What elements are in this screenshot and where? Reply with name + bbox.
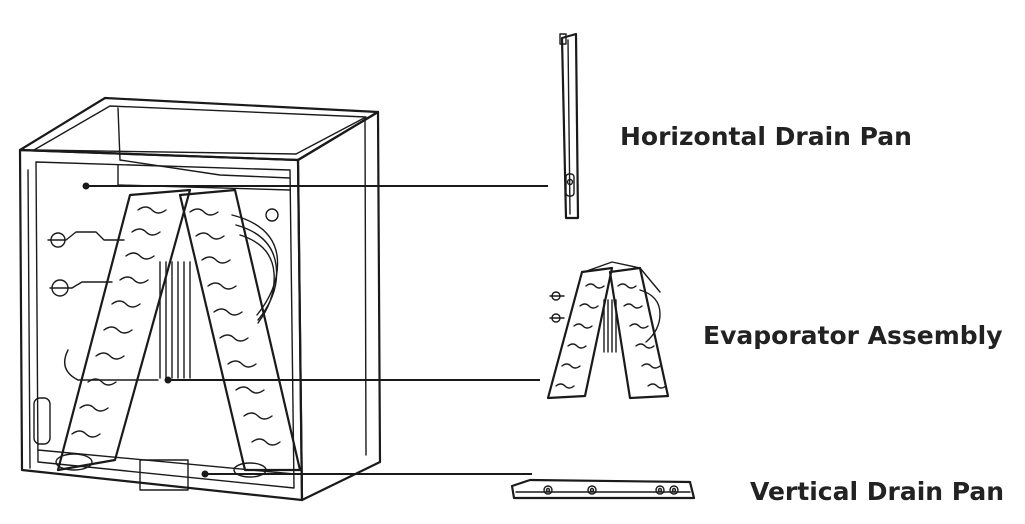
label-horizontal-drain-pan: Horizontal Drain Pan — [620, 122, 912, 151]
evaporator-coil-in-cabinet — [33, 188, 302, 478]
horizontal-drain-pan-part — [559, 32, 580, 220]
cabinet — [18, 96, 382, 502]
vertical-drain-pan-part — [510, 478, 696, 500]
leader-lines — [82, 182, 548, 478]
label-vertical-drain-pan: Vertical Drain Pan — [750, 477, 1004, 506]
evaporator-assembly-part — [546, 261, 670, 400]
label-evaporator-assembly: Evaporator Assembly — [703, 321, 1003, 350]
